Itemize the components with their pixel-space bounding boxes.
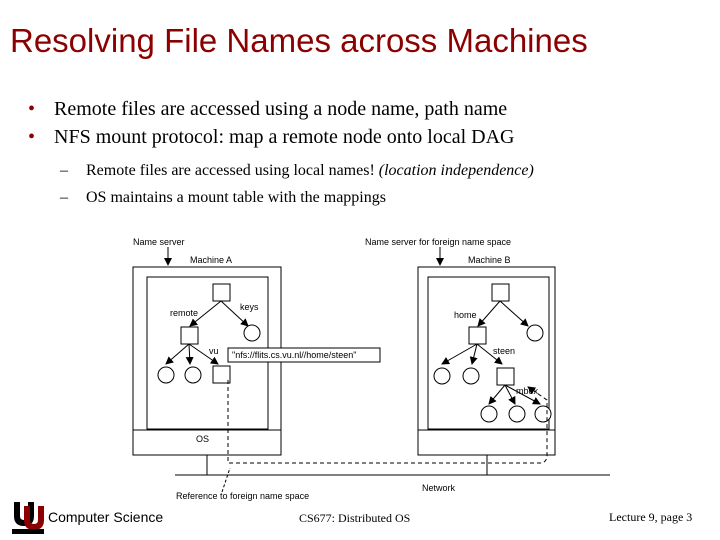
footer-lecture: Lecture 9, page 3 [609, 510, 693, 524]
subbullet-text: OS maintains a mount table with the mapp… [86, 189, 386, 206]
subbullet-text: Remote files are accessed using local na… [86, 162, 379, 179]
os-label: OS [196, 434, 209, 444]
foreign-reference-path [227, 380, 548, 464]
machine-a-tree [157, 283, 261, 384]
footer-department: Computer Science [48, 509, 164, 525]
bullet-list: • Remote files are accessed using a node … [28, 95, 534, 211]
subbullet-item: – Remote files are accessed using local n… [60, 157, 534, 184]
bullet-icon: • [28, 126, 36, 148]
subbullet-emphasis: (location independence) [378, 162, 534, 179]
name-server-foreign-label: Name server for foreign name space [365, 237, 511, 247]
reference-pointer [221, 467, 231, 493]
mbox-label: mbox [516, 386, 539, 396]
umass-logo-icon [12, 500, 44, 534]
slide-title: Resolving File Names across Machines [10, 22, 588, 59]
name-server-label: Name server [133, 237, 185, 247]
home-label: home [454, 310, 477, 320]
nfs-path-box [227, 347, 381, 363]
bullet-text: Remote files are accessed using a node n… [54, 98, 508, 120]
bullet-item: • Remote files are accessed using a node … [28, 95, 534, 123]
bullet-item: • NFS mount protocol: map a remote node o… [28, 123, 534, 151]
bullet-text: NFS mount protocol: map a remote node on… [54, 126, 515, 148]
machine-a-label: Machine A [190, 255, 232, 265]
machine-b-box [417, 266, 556, 456]
machine-b-label: Machine B [468, 255, 511, 265]
remote-label: remote [170, 308, 198, 318]
dash-icon: – [60, 162, 68, 179]
footer-course: CS677: Distributed OS [299, 511, 411, 525]
bullet-icon: • [28, 98, 36, 120]
steen-label: steen [493, 346, 515, 356]
dash-icon: – [60, 189, 68, 206]
keys-label: keys [240, 302, 259, 312]
vu-label: vu [209, 346, 219, 356]
network-label: Network [422, 483, 456, 493]
reference-label: Reference to foreign name space [176, 491, 309, 501]
subbullet-item: – OS maintains a mount table with the map… [60, 184, 534, 211]
nfs-path-label: "nfs://flits.cs.vu.nl//home/steen" [232, 350, 356, 360]
